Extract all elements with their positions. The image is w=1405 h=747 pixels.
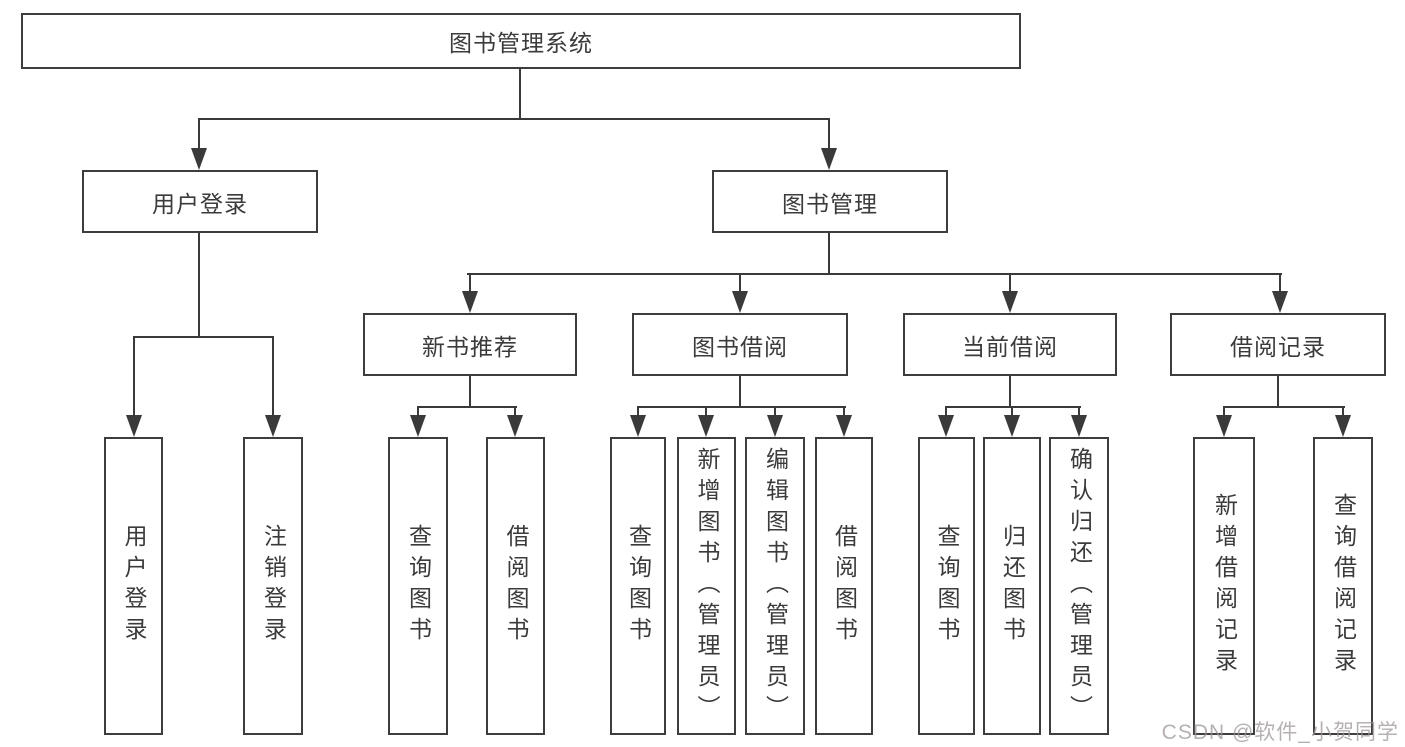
node-book-management-label: 图书管理	[782, 190, 878, 217]
connector-line	[198, 118, 830, 120]
arrow-down-icon	[1071, 415, 1087, 437]
arrow-down-icon	[821, 148, 837, 170]
leaf-current-confirm-return-admin-label: 确认归还（管理员）	[1066, 446, 1093, 726]
connector-line	[417, 406, 517, 408]
arrow-down-icon	[1216, 415, 1232, 437]
arrow-down-icon	[698, 415, 714, 437]
leaf-user-login-label: 用户登录	[121, 524, 147, 648]
connector-line	[469, 273, 471, 293]
leaf-user-login: 用户登录	[104, 437, 163, 735]
connector-line	[133, 336, 274, 338]
leaf-borrow-query-books: 查询图书	[610, 437, 666, 735]
leaf-records-query-record: 查询借阅记录	[1313, 437, 1373, 735]
arrow-down-icon	[265, 415, 281, 437]
connector-line	[198, 233, 200, 338]
arrow-down-icon	[938, 415, 954, 437]
arrow-down-icon	[1335, 415, 1351, 437]
node-new-book-recommend-label: 新书推荐	[422, 333, 518, 360]
connector-line	[469, 376, 471, 408]
connector-line	[272, 336, 274, 417]
arrow-down-icon	[1272, 291, 1288, 313]
connector-line	[945, 406, 1081, 408]
node-new-book-recommend: 新书推荐	[363, 313, 577, 376]
connector-line	[739, 376, 741, 408]
leaf-records-query-record-label: 查询借阅记录	[1330, 493, 1357, 679]
node-current-borrow: 当前借阅	[903, 313, 1117, 376]
leaf-logout: 注销登录	[243, 437, 303, 735]
connector-line	[705, 406, 707, 418]
leaf-borrow-borrow-books: 借阅图书	[815, 437, 873, 735]
arrow-down-icon	[630, 415, 646, 437]
connector-line	[514, 406, 516, 418]
arrow-down-icon	[767, 415, 783, 437]
connector-line	[519, 69, 521, 120]
leaf-newbook-query-books-label: 查询图书	[405, 524, 432, 648]
node-book-borrow-label: 图书借阅	[692, 333, 788, 360]
node-borrow-records: 借阅记录	[1170, 313, 1386, 376]
leaf-current-confirm-return-admin: 确认归还（管理员）	[1049, 437, 1109, 735]
connector-line	[1342, 406, 1344, 418]
connector-line	[1078, 406, 1080, 418]
node-root-label: 图书管理系统	[449, 30, 593, 56]
connector-line	[1277, 376, 1279, 408]
leaf-records-add-record: 新增借阅记录	[1193, 437, 1255, 735]
leaf-borrow-edit-books-admin-label: 编辑图书（管理员）	[762, 446, 789, 726]
arrow-down-icon	[507, 415, 523, 437]
leaf-borrow-add-books-admin: 新增图书（管理员）	[677, 437, 736, 735]
node-book-borrow: 图书借阅	[632, 313, 848, 376]
arrow-down-icon	[1002, 291, 1018, 313]
connector-line	[828, 233, 830, 275]
connector-line	[417, 406, 419, 418]
leaf-borrow-edit-books-admin: 编辑图书（管理员）	[745, 437, 805, 735]
arrow-down-icon	[462, 291, 478, 313]
connector-line	[945, 406, 947, 418]
connector-line	[133, 336, 135, 417]
connector-line	[828, 118, 830, 150]
connector-line	[774, 406, 776, 418]
leaf-logout-label: 注销登录	[260, 524, 287, 648]
leaf-current-return-books-label: 归还图书	[999, 524, 1026, 648]
node-user-login-label: 用户登录	[152, 190, 248, 217]
node-borrow-records-label: 借阅记录	[1230, 333, 1326, 360]
leaf-current-return-books: 归还图书	[983, 437, 1041, 735]
leaf-borrow-query-books-label: 查询图书	[625, 524, 652, 648]
arrow-down-icon	[836, 415, 852, 437]
node-user-login: 用户登录	[82, 170, 318, 233]
leaf-newbook-borrow-books-label: 借阅图书	[503, 524, 529, 648]
arrow-down-icon	[732, 291, 748, 313]
connector-line	[637, 406, 639, 418]
arrow-down-icon	[1004, 415, 1020, 437]
connector-line	[637, 406, 846, 408]
connector-line	[1223, 406, 1345, 408]
leaf-borrow-add-books-admin-label: 新增图书（管理员）	[694, 446, 720, 726]
node-current-borrow-label: 当前借阅	[962, 333, 1058, 360]
connector-line	[467, 273, 1282, 275]
connector-line	[1279, 273, 1281, 293]
arrow-down-icon	[191, 148, 207, 170]
node-book-management: 图书管理	[712, 170, 948, 233]
connector-line	[843, 406, 845, 418]
leaf-current-query-books: 查询图书	[918, 437, 975, 735]
leaf-records-add-record-label: 新增借阅记录	[1211, 493, 1238, 679]
connector-line	[1009, 376, 1011, 408]
connector-line	[1009, 273, 1011, 293]
arrow-down-icon	[410, 415, 426, 437]
leaf-newbook-borrow-books: 借阅图书	[486, 437, 545, 735]
connector-line	[739, 273, 741, 293]
connector-line	[1011, 406, 1013, 418]
connector-line	[1223, 406, 1225, 418]
leaf-borrow-borrow-books-label: 借阅图书	[831, 524, 858, 648]
leaf-newbook-query-books: 查询图书	[388, 437, 448, 735]
csdn-watermark: CSDN @软件_小贺同学	[1161, 721, 1399, 744]
node-root: 图书管理系统	[21, 13, 1021, 69]
leaf-current-query-books-label: 查询图书	[934, 524, 960, 648]
connector-line	[198, 118, 200, 150]
arrow-down-icon	[126, 415, 142, 437]
